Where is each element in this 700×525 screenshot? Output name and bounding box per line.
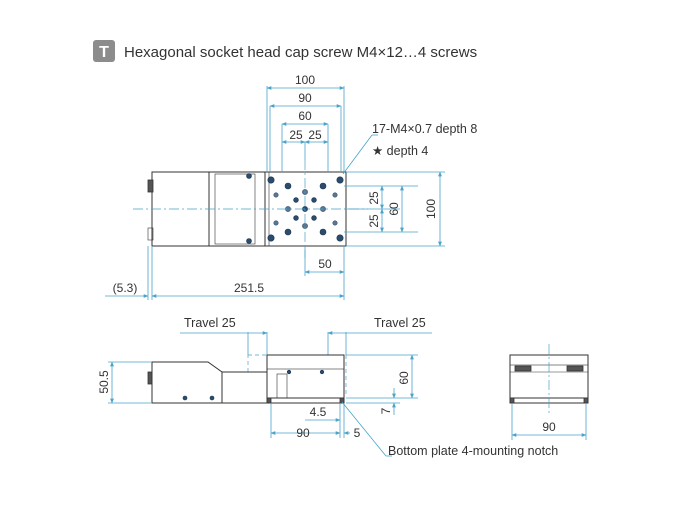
dim-right-25-bottom: 25	[367, 214, 381, 228]
dim-60: 60	[298, 109, 312, 123]
header: T Hexagonal socket head cap screw M4×12……	[93, 40, 477, 62]
callout-star: ★ depth 4	[372, 144, 428, 158]
dim-end-90: 90	[542, 420, 556, 434]
top-view: 100 90 60 25 25 17-M4×0.7 depth 8 ★ dept…	[105, 73, 477, 300]
motor-screw	[182, 395, 188, 401]
tap-hole	[267, 234, 275, 242]
tap-hole	[293, 215, 299, 221]
dim-5-3: (5.3)	[113, 281, 138, 295]
table-screw	[286, 369, 292, 375]
notch	[339, 397, 345, 404]
dim-60-side: 60	[397, 371, 411, 385]
motor-cap-top	[147, 179, 154, 193]
dim-7: 7	[379, 407, 393, 414]
header-title: Hexagonal socket head cap screw M4×12…4 …	[124, 44, 477, 61]
notch-leader	[341, 401, 387, 457]
tap-hole	[319, 182, 327, 190]
dim-right-25-top: 25	[367, 191, 381, 205]
notch-label: Bottom plate 4-mounting notch	[388, 444, 558, 458]
end-view: 90	[509, 344, 589, 440]
table-holes	[267, 176, 344, 242]
notch	[266, 397, 272, 404]
base-hole-2	[246, 238, 252, 244]
dim-4-5: 4.5	[310, 405, 327, 419]
end-notch	[583, 397, 589, 404]
dim-251-5: 251.5	[234, 281, 264, 295]
table-screw	[319, 369, 325, 375]
tap-hole	[332, 192, 338, 198]
tap-hole	[273, 220, 279, 226]
screw-type-icon-glyph: T	[99, 44, 109, 61]
base-body-side	[221, 371, 271, 404]
travel-left-label: Travel 25	[184, 316, 236, 330]
callout-leader	[342, 134, 373, 175]
dim-25-right: 25	[308, 128, 322, 142]
end-rail-right	[566, 365, 584, 372]
tap-hole	[284, 228, 292, 236]
table-side-top	[266, 354, 345, 370]
table-side	[266, 354, 345, 401]
tap-hole	[332, 220, 338, 226]
tap-hole	[311, 197, 317, 203]
motor-screw	[209, 395, 215, 401]
travel-right-label: Travel 25	[374, 316, 426, 330]
side-view: Travel 25 Travel 25 50.5 60 7	[97, 316, 558, 458]
dim-5: 5	[354, 426, 361, 440]
tap-hole	[319, 228, 327, 236]
dim-25-left: 25	[289, 128, 303, 142]
callout-tap: 17-M4×0.7 depth 8	[372, 122, 477, 136]
base-hole-1	[246, 173, 252, 179]
tap-hole	[273, 192, 279, 198]
tap-hole	[311, 215, 317, 221]
dim-90: 90	[298, 91, 312, 105]
dim-50-5: 50.5	[97, 370, 111, 394]
tap-hole	[293, 197, 299, 203]
motor-cap-top-2	[147, 227, 154, 241]
tap-hole	[267, 176, 275, 184]
dim-right-60: 60	[387, 202, 401, 216]
tap-hole	[284, 182, 292, 190]
screw-type-icon	[93, 40, 115, 62]
end-rail-left	[514, 365, 532, 372]
tap-hole	[336, 234, 344, 242]
dim-90-side: 90	[296, 426, 310, 440]
end-notch	[509, 397, 515, 404]
dim-right-100: 100	[424, 199, 438, 219]
dim-50: 50	[318, 257, 332, 271]
dim-100: 100	[295, 73, 315, 87]
bottom-plate	[266, 397, 345, 404]
tap-hole	[336, 176, 344, 184]
